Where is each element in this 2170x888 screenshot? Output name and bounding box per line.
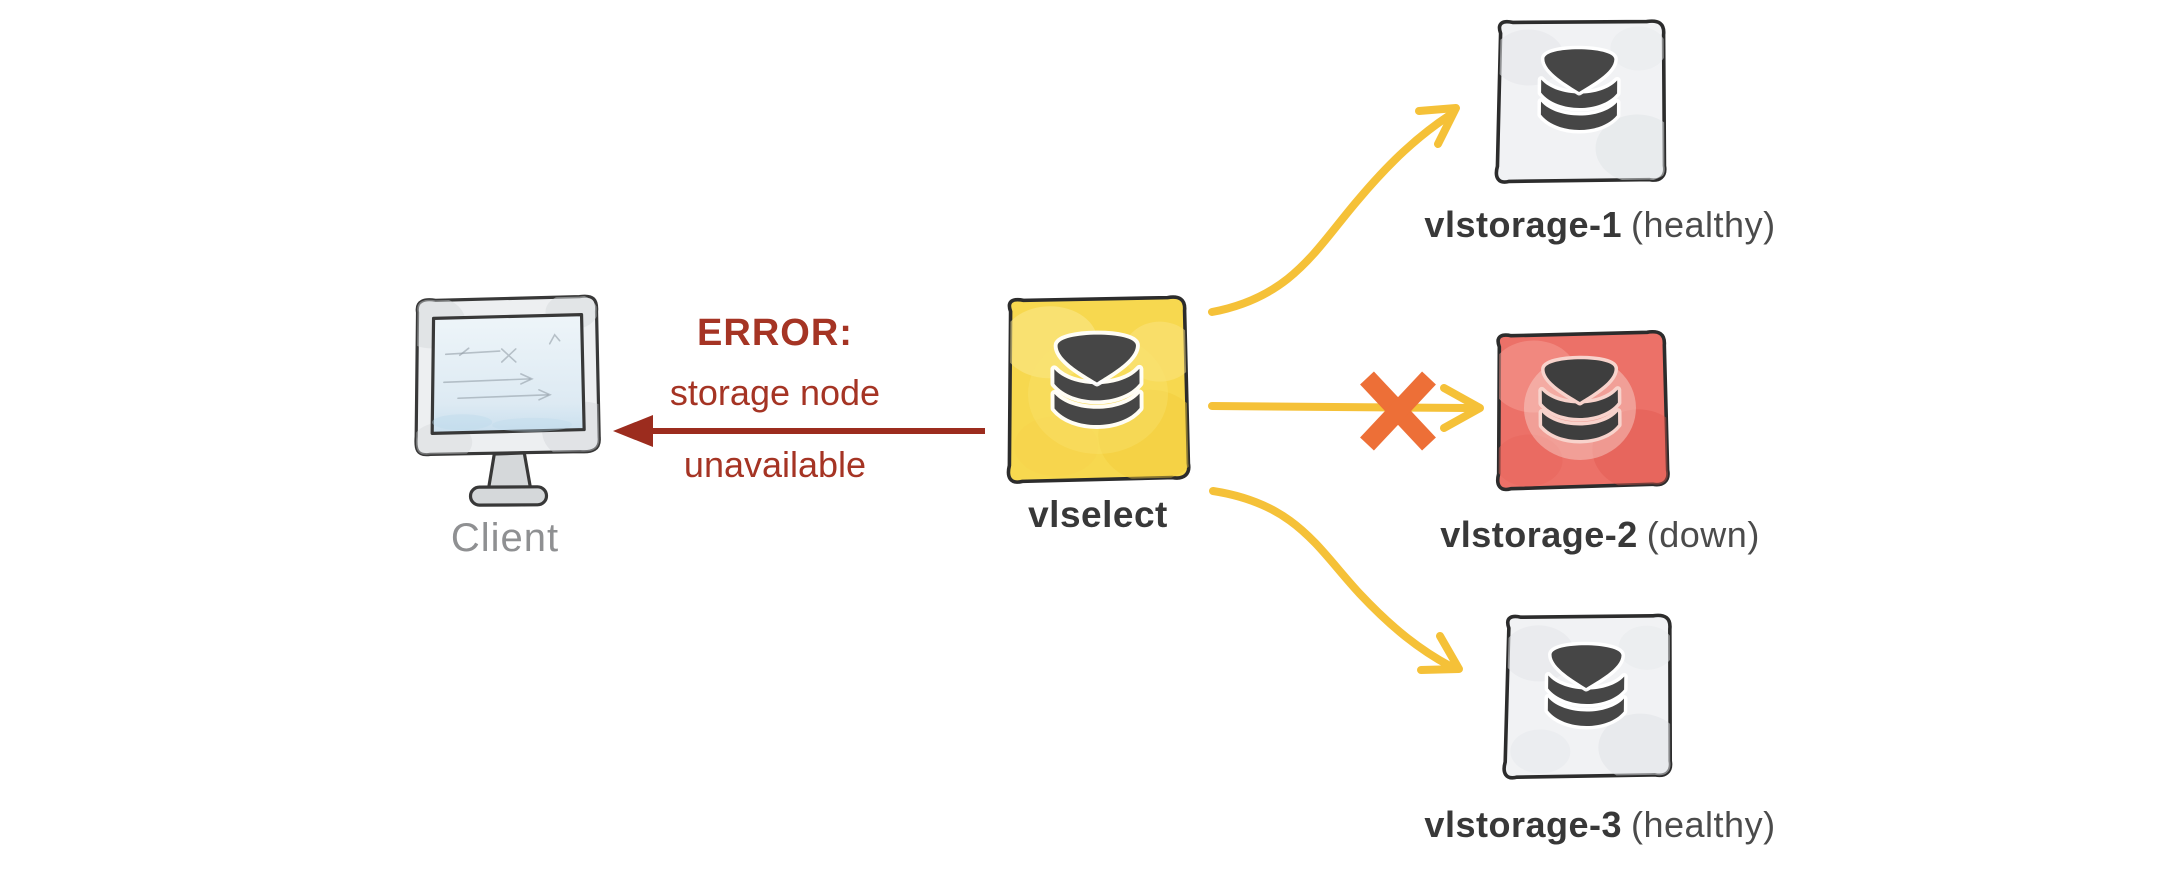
vlstorage3-name: vlstorage-3 (1424, 804, 1622, 845)
client-label: Client (450, 516, 560, 560)
vlselect-layers-stack-icon (1006, 295, 1191, 484)
vlselect-label: vlselect (1028, 494, 1168, 535)
vlselect-node (998, 294, 1194, 486)
arrow-to-storage2-icon (1208, 384, 1484, 432)
vlstorage1-name: vlstorage-1 (1424, 204, 1622, 245)
vlstorage1-status: (healthy) (1631, 204, 1776, 245)
vlstorage2-label: vlstorage-2(down) (1335, 514, 1865, 556)
error-title: ERROR: (697, 312, 853, 354)
arrow-to-storage3-icon (1209, 487, 1463, 674)
vlstorage2-name: vlstorage-2 (1440, 514, 1638, 555)
vlstorage1-label: vlstorage-1(healthy) (1335, 204, 1865, 246)
vlstorage3-status: (healthy) (1631, 804, 1776, 845)
error-text-line2: unavailable (683, 444, 867, 485)
client-node (402, 292, 608, 510)
vlstorage2-node (1488, 329, 1672, 492)
vlstorage1-layers-stack-icon (1494, 19, 1667, 184)
vlstorage3-layers-stack-icon (1502, 613, 1673, 780)
vlstorage3-node (1496, 612, 1676, 782)
failure-cross-x-icon (1360, 371, 1436, 451)
screen-scribbles (432, 333, 573, 432)
vlstorage2-layers-stack-icon (1495, 329, 1670, 492)
vlstorage2-status: (down) (1646, 514, 1760, 555)
arrow-to-storage1-icon (1208, 104, 1460, 316)
vlstorage3-label: vlstorage-3(healthy) (1335, 804, 1865, 846)
client-monitor-icon (414, 294, 601, 507)
error-text-line1: storage node (669, 372, 881, 413)
vlstorage1-node (1488, 18, 1670, 186)
error-left-arrow-icon (613, 415, 985, 447)
